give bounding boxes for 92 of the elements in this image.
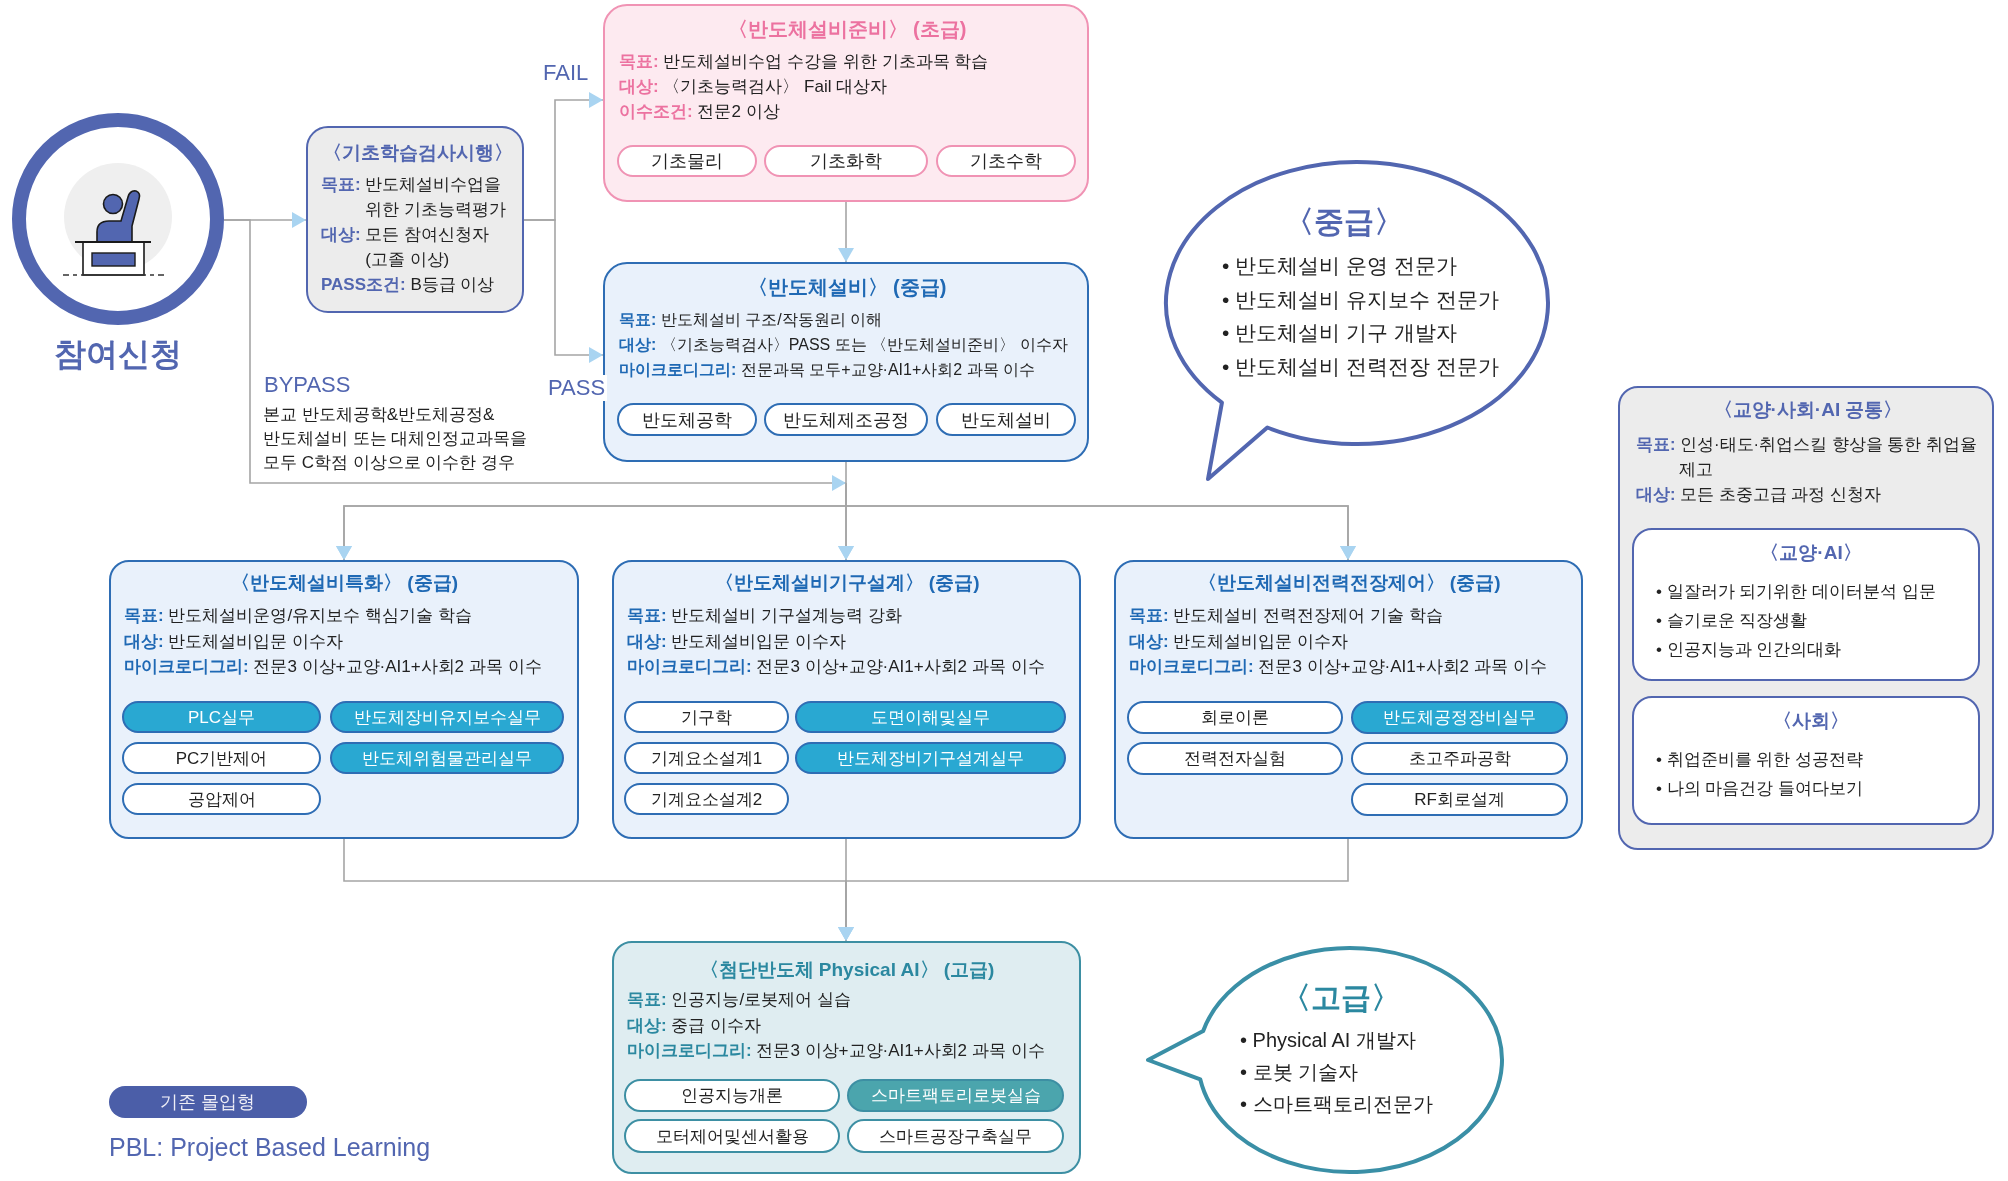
edge-label: PASS [546, 375, 608, 401]
body-text: 목표: 반도체설비운영/유지보수 핵심기술 학습 [124, 605, 472, 627]
course-pill: 회로이론 [1127, 701, 1343, 734]
course-list-box [1632, 696, 1980, 825]
list-item: • 로봇 기술자 [1240, 1060, 1359, 1085]
process-box [306, 126, 524, 313]
course-pill: 모터제어및센서활용 [624, 1119, 840, 1153]
course-box [1114, 560, 1583, 839]
course-pill: PC기반제어 [122, 742, 321, 774]
body-text: 대상: 모든 초중고급 과정 신청자 [1636, 483, 1881, 505]
body-text: 대상: 〈기초능력검사〉PASS 또는 〈반도체설비준비〉 이수자 [619, 335, 1068, 355]
course-pill: 기구학 [624, 701, 789, 733]
bubble-title: 〈중급〉 [1284, 204, 1404, 240]
box-title: 〈교양·AI〉 [1760, 541, 1862, 565]
course-box [109, 560, 579, 839]
list-item: • 취업준비를 위한 성공전략 [1656, 748, 1864, 771]
list-item: • Physical AI 개발자 [1240, 1028, 1416, 1053]
course-pill: 반도체설비 [936, 403, 1076, 436]
list-item: • 반도체설비 운영 전문가 [1222, 253, 1457, 279]
bubble-title: 〈고급〉 [1281, 980, 1401, 1016]
box-title: 〈반도체설비특화〉 (중급) [231, 571, 458, 595]
course-pill: 기초수학 [936, 145, 1076, 177]
course-pill: 기계요소설계1 [624, 742, 789, 774]
course-pill: 초고주파공학 [1351, 742, 1568, 775]
list-item: • 반도체설비 기구 개발자 [1222, 320, 1457, 346]
course-pill: 공압제어 [122, 783, 321, 815]
course-pill: 반도체공학 [617, 403, 757, 436]
legend-key: 기존 몰입형 [109, 1086, 307, 1118]
course-pill: 도면이해및실무 [795, 701, 1066, 733]
box-title: 〈기초학습검사시행〉 [322, 141, 513, 165]
arrow [336, 505, 847, 561]
body-text: 대상: 반도체설비입문 이수자 [627, 630, 847, 653]
list-item: • 일잘러가 되기위한 데이터분석 입문 [1656, 580, 1936, 603]
course-pill: 스마트팩토리로봇실습 [847, 1079, 1064, 1112]
box-title: 〈반도체설비〉 (중급) [747, 275, 947, 300]
body-text: PASS조건: B등급 이상 [321, 274, 495, 296]
course-pill: RF회로설계 [1351, 783, 1568, 816]
body-text: 대상: 중급 이수자 [627, 1014, 762, 1037]
arrow [845, 505, 1356, 561]
body-text: 목표: 인공지능/로봇제어 실습 [627, 989, 851, 1011]
body-text: 대상: 반도체설비입문 이수자 [1129, 630, 1349, 653]
body-text: 마이크로디그리: 전문3 이상+교양·AI1+사회2 과목 이수 [627, 656, 1045, 678]
list-item: • 슬기로운 직장생활 [1656, 609, 1808, 632]
list-item: • 반도체설비 전력전장 전문가 [1222, 353, 1499, 380]
node-label: 참여신청 [54, 335, 182, 374]
body-text: 목표: 반도체설비 구조/작동원리 이해 [619, 310, 883, 330]
body-text: 대상: 반도체설비입문 이수자 [124, 630, 344, 653]
course-pill: 인공지능개론 [624, 1079, 840, 1112]
info-panel [1618, 386, 1994, 850]
box-title: 〈반도체설비전력전장제어〉 (중급) [1197, 571, 1501, 595]
course-pill: 기초물리 [617, 145, 757, 177]
body-text: 마이크로디그리: 전문3 이상+교양·AI1+사회2 과목 이수 [627, 1040, 1045, 1062]
body-text: 목표: 인성·태도·취업스킬 향상을 통한 취업율 제고 [1636, 433, 1978, 480]
course-box [612, 941, 1081, 1174]
box-title: 〈사회〉 [1773, 709, 1849, 733]
course-pill: 반도체공정장비실무 [1351, 701, 1568, 734]
list-item: • 인공지능과 인간의대화 [1656, 638, 1842, 661]
course-box [612, 560, 1081, 839]
course-pill: 반도체장비유지보수실무 [330, 701, 564, 733]
course-box [603, 4, 1089, 202]
course-pill: 스마트공장구축실무 [847, 1119, 1064, 1153]
box-title: 〈반도체설비기구설계〉 (중급) [714, 571, 980, 595]
body-text: 마이크로디그리: 전문3 이상+교양·AI1+사회2 과목 이수 [1129, 656, 1547, 678]
body-text: 마이크로디그리: 전문3 이상+교양·AI1+사회2 과목 이수 [124, 656, 542, 678]
body-text: 목표: 반도체설비수업을 위한 기초능력평가 [321, 174, 507, 221]
course-pill: 반도체장비기구설계실무 [795, 742, 1066, 774]
course-pill: 기계요소설계2 [624, 783, 789, 815]
arrow [838, 201, 854, 263]
body-text: 목표: 반도체설비 전력전장제어 기술 학습 [1129, 605, 1443, 627]
arrow [523, 219, 604, 363]
list-item: • 반도체설비 유지보수 전문가 [1222, 286, 1499, 313]
body-text: 이수조건: 전문2 이상 [619, 101, 780, 123]
course-pill: 전력전자실험 [1127, 742, 1343, 775]
body-text: 목표: 반도체설비 기구설계능력 강화 [627, 605, 902, 627]
course-list-box [1632, 528, 1980, 681]
course-pill: 기초화학 [764, 145, 928, 177]
list-item: • 나의 마음건강 들여다보기 [1656, 777, 1864, 800]
course-pill: 반도체위험물관리실무 [330, 742, 564, 774]
course-pill: PLC실무 [122, 701, 321, 733]
box-title: 〈교양·사회·AI 공통〉 [1713, 398, 1903, 422]
connector-line [845, 461, 847, 507]
course-box [603, 262, 1089, 462]
body-text: 대상: 〈기초능력검사〉 Fail 대상자 [619, 76, 888, 98]
body-text: 마이크로디그리: 전문과목 모두+교양·AI1+사회2 과목 이수 [619, 360, 1036, 380]
arrow [838, 505, 854, 561]
list-item: • 스마트팩토리전문가 [1240, 1092, 1433, 1117]
box-title: 〈반도체설비준비〉 (초급) [727, 17, 967, 42]
course-pill: 반도체제조공정 [764, 403, 928, 436]
body-text: 목표: 반도체설비수업 수강을 위한 기초과목 학습 [619, 51, 989, 73]
box-title: 〈첨단반도체 Physical AI〉 (고급) [699, 958, 995, 982]
body-text: 대상: 모든 참여신청자 (고졸 이상) [321, 224, 491, 271]
arrow [838, 838, 1349, 942]
